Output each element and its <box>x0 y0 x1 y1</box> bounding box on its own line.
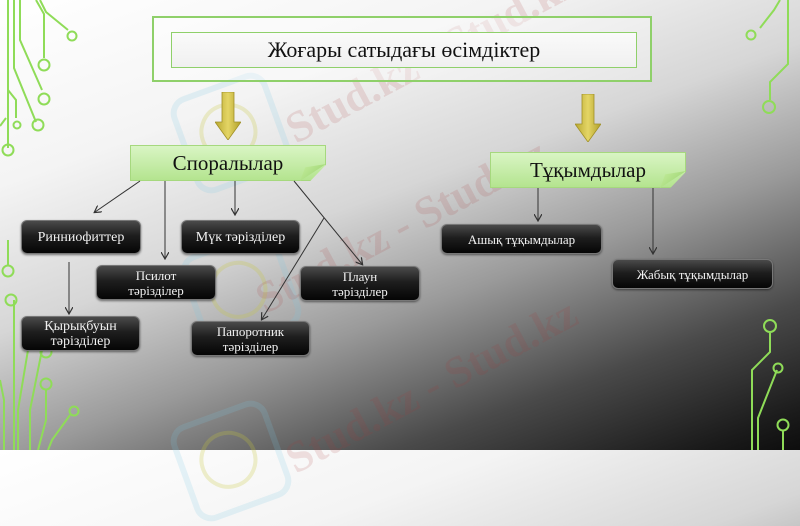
arrow-down-icon <box>575 94 601 142</box>
node-label-line1: Папоротник <box>216 323 285 339</box>
node-label: Мүк тәрізділер <box>195 229 286 245</box>
category-label: Споралылар <box>172 150 284 175</box>
diagram-title: Жоғары сатыдағы өсімдіктер <box>171 32 637 68</box>
node-label-line2: тәрізділер <box>222 338 279 354</box>
node-label: Ашық тұқымдылар <box>467 231 576 247</box>
node-label: Ринниофиттер <box>37 229 125 245</box>
node-psilot: Псилот тәрізділер <box>96 265 216 300</box>
node-label-line1: Плаун <box>342 268 378 284</box>
node-label-line2: тәрізділер <box>332 283 388 299</box>
node-label-line1: Псилот <box>135 267 177 283</box>
node-label-line1: Қырықбуын <box>44 318 117 334</box>
node-zhabyk-tukymdylar: Жабық тұқымдылар <box>612 259 773 289</box>
node-plaun: Плаун тәрізділер <box>300 266 420 301</box>
node-muk: Мүк тәрізділер <box>181 220 300 254</box>
node-ashyk-tukymdylar: Ашық тұқымдылар <box>441 224 602 254</box>
node-rinniofitter: Ринниофиттер <box>21 220 141 254</box>
category-label: Тұқымдылар <box>529 157 647 182</box>
node-paporotnik: Папоротник тәрізділер <box>191 321 310 356</box>
category-tukymdylar: Тұқымдылар <box>490 152 686 188</box>
node-kyrykbuyn: Қырықбуын тәрізділер <box>21 316 140 351</box>
category-sporalylar: Споралылар <box>130 145 326 181</box>
diagram-title-text: Жоғары сатыдағы өсімдіктер <box>267 37 541 62</box>
node-label-line2: тәрізділер <box>128 282 184 298</box>
node-label-line2: тәрізділер <box>50 333 111 349</box>
arrow-down-icon <box>215 92 241 140</box>
watermark-text: Stud.kz - Stud.kz <box>277 288 586 483</box>
slide: Stud.kz - Stud.kz Stud.kz - Stud.kz Stud… <box>0 0 800 450</box>
watermark-logo-icon <box>165 395 297 526</box>
node-label: Жабық тұқымдылар <box>636 266 749 282</box>
